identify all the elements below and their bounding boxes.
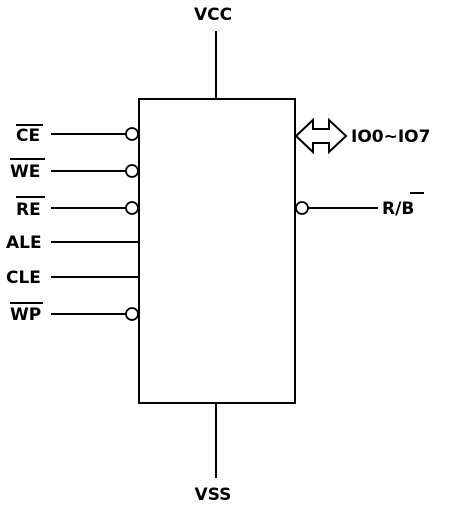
pin-re-inversion-bubble bbox=[125, 201, 139, 215]
chip-body bbox=[138, 98, 296, 404]
pin-cle-label: CLE bbox=[6, 268, 41, 288]
pin-ce-inversion-bubble bbox=[125, 127, 139, 141]
pin-rb-inversion-bubble bbox=[295, 201, 309, 215]
io-bus-bidirectional-arrow-icon bbox=[294, 117, 348, 155]
pin-wp-label: WP bbox=[10, 305, 41, 325]
pin-wp-inversion-bubble bbox=[125, 307, 139, 321]
vcc-label: VCC bbox=[194, 5, 232, 25]
pin-cle: CLE bbox=[6, 268, 139, 288]
pin-we: WE bbox=[10, 158, 139, 182]
pin-ale: ALE bbox=[6, 233, 139, 253]
pin-rb-label: R/B bbox=[382, 199, 414, 219]
pin-we-label: WE bbox=[10, 162, 40, 182]
io-bus: IO0~IO7 bbox=[294, 117, 430, 155]
pin-rb-label-prefix: R/ bbox=[382, 199, 402, 219]
pin-re: RE bbox=[16, 196, 139, 220]
pin-re-label: RE bbox=[16, 200, 41, 220]
vss-label: VSS bbox=[195, 485, 232, 505]
pin-ale-label: ALE bbox=[6, 233, 42, 253]
pin-we-inversion-bubble bbox=[125, 164, 139, 178]
pin-rb-label-suffix: B bbox=[401, 199, 414, 219]
pin-ce-label: CE bbox=[16, 126, 40, 146]
io-bus-label: IO0~IO7 bbox=[351, 127, 430, 147]
pin-rb: R/B bbox=[295, 192, 424, 219]
pin-ce: CE bbox=[16, 124, 139, 146]
pin-wp: WP bbox=[10, 302, 139, 325]
